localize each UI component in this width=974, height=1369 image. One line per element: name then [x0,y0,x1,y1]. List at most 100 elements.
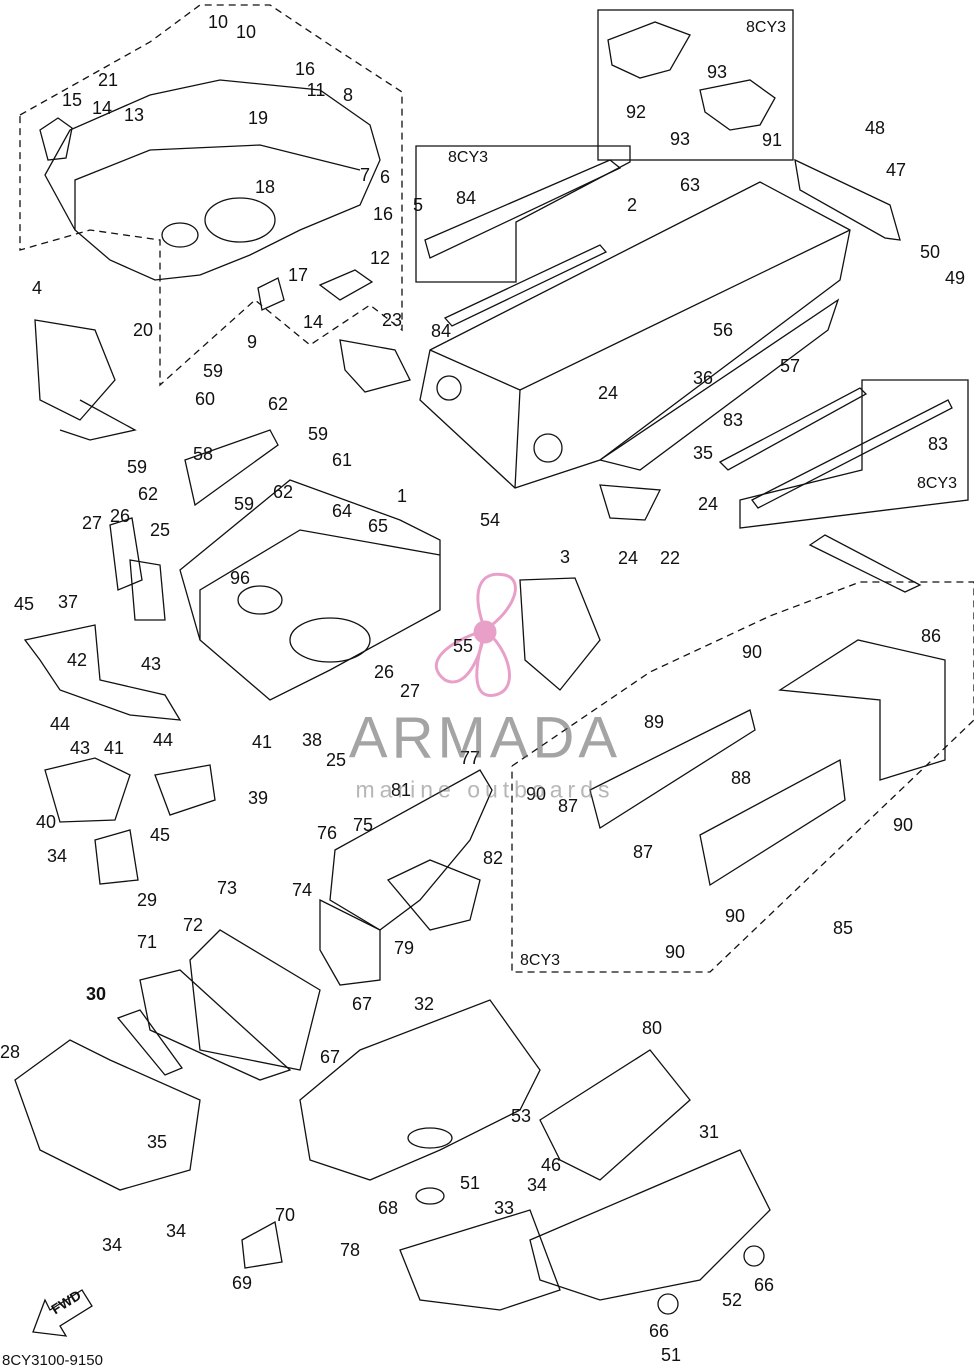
callout-14: 14 [302,312,324,332]
callout-39: 39 [247,788,269,808]
callout-8: 8 [342,85,354,105]
callout-73: 73 [216,878,238,898]
callout-56: 56 [712,320,734,340]
callout-10: 10 [235,22,257,42]
tunnel-art [419,181,851,489]
callout-58: 58 [192,444,214,464]
callout-87: 87 [557,796,579,816]
callout-21: 21 [97,70,119,90]
callout-62: 62 [272,482,294,502]
callout-83: 83 [927,434,949,454]
callout-16: 16 [372,204,394,224]
callout-47: 47 [885,160,907,180]
callout-70: 70 [274,1205,296,1225]
callout-65: 65 [367,516,389,536]
plate-88-art [699,758,846,887]
callout-49: 49 [944,268,966,288]
callout-72: 72 [182,915,204,935]
callout-60: 60 [194,389,216,409]
callout-84: 84 [455,188,477,208]
callout-68: 68 [377,1198,399,1218]
variant-box-rail-bottom [739,379,969,529]
callout-10: 10 [207,12,229,32]
callout-24: 24 [597,383,619,403]
callout-67: 67 [351,994,373,1014]
callout-20: 20 [132,320,154,340]
callout-14: 14 [91,98,113,118]
callout-62: 62 [137,484,159,504]
callout-13: 13 [123,105,145,125]
callout-46: 46 [540,1155,562,1175]
callout-27: 27 [81,513,103,533]
callout-51: 51 [660,1345,682,1365]
callout-32: 32 [413,994,435,1014]
callout-90: 90 [525,784,547,804]
callout-9: 9 [246,332,258,352]
callout-7: 7 [359,165,371,185]
group-outline-front-frame [19,4,403,387]
side-panels-art [14,929,321,1191]
callout-90: 90 [892,815,914,835]
callout-71: 71 [136,932,158,952]
callout-93: 93 [669,129,691,149]
callout-62: 62 [267,394,289,414]
watermark-propeller-icon [434,572,517,697]
callout-59: 59 [307,424,329,444]
plate-89-art [589,709,756,830]
callout-11: 11 [306,80,326,100]
callout-48: 48 [864,118,886,138]
callout-34: 34 [46,846,68,866]
part-number: 8CY3100-9150 [2,1352,103,1369]
callout-4: 4 [31,278,43,298]
callout-3: 3 [559,547,571,567]
callout-82: 82 [482,848,504,868]
callout-17: 17 [287,265,309,285]
callout-31: 31 [698,1122,720,1142]
callout-74: 74 [291,880,313,900]
callout-96: 96 [229,568,251,588]
callout-63: 63 [679,175,701,195]
watermark-tagline: marine outboards [355,776,615,803]
callout-37: 37 [57,592,79,612]
plate-86-art [778,639,946,781]
callout-93: 93 [706,62,728,82]
variant-tag: 8CY3 [916,475,958,492]
callout-50: 50 [919,242,941,262]
callout-2: 2 [626,195,638,215]
callout-78: 78 [339,1240,361,1260]
callout-85: 85 [832,918,854,938]
callout-66: 66 [753,1275,775,1295]
variant-tag: 8CY3 [519,952,561,969]
callout-27: 27 [399,681,421,701]
callout-67: 67 [319,1047,341,1067]
callout-64: 64 [331,501,353,521]
callout-43: 43 [140,654,162,674]
callout-55: 55 [452,636,474,656]
callout-33: 33 [493,1198,515,1218]
rail-83-art [718,387,868,471]
callout-19: 19 [247,108,269,128]
callout-28: 28 [0,1042,21,1062]
callout-35: 35 [692,443,714,463]
callout-26: 26 [109,506,131,526]
callout-25: 25 [325,750,347,770]
fwd-arrow-icon [32,1289,93,1337]
callout-91: 91 [761,130,783,150]
callout-51: 51 [459,1173,481,1193]
callout-84: 84 [430,321,452,341]
callout-29: 29 [136,890,158,910]
callout-61: 61 [331,450,353,470]
callout-44: 44 [49,714,71,734]
front-frame-art [34,79,411,441]
variant-box-rail-top [415,145,631,283]
mid-frame-art [109,429,601,701]
callout-24: 24 [697,494,719,514]
variant-tag: 8CY3 [447,149,489,166]
callout-6: 6 [379,167,391,187]
watermark-brand: ARMADA [348,705,622,771]
callout-30: 30 [85,984,107,1004]
callout-54: 54 [479,510,501,530]
variant-tag: 8CY3 [745,19,787,36]
callout-76: 76 [316,823,338,843]
